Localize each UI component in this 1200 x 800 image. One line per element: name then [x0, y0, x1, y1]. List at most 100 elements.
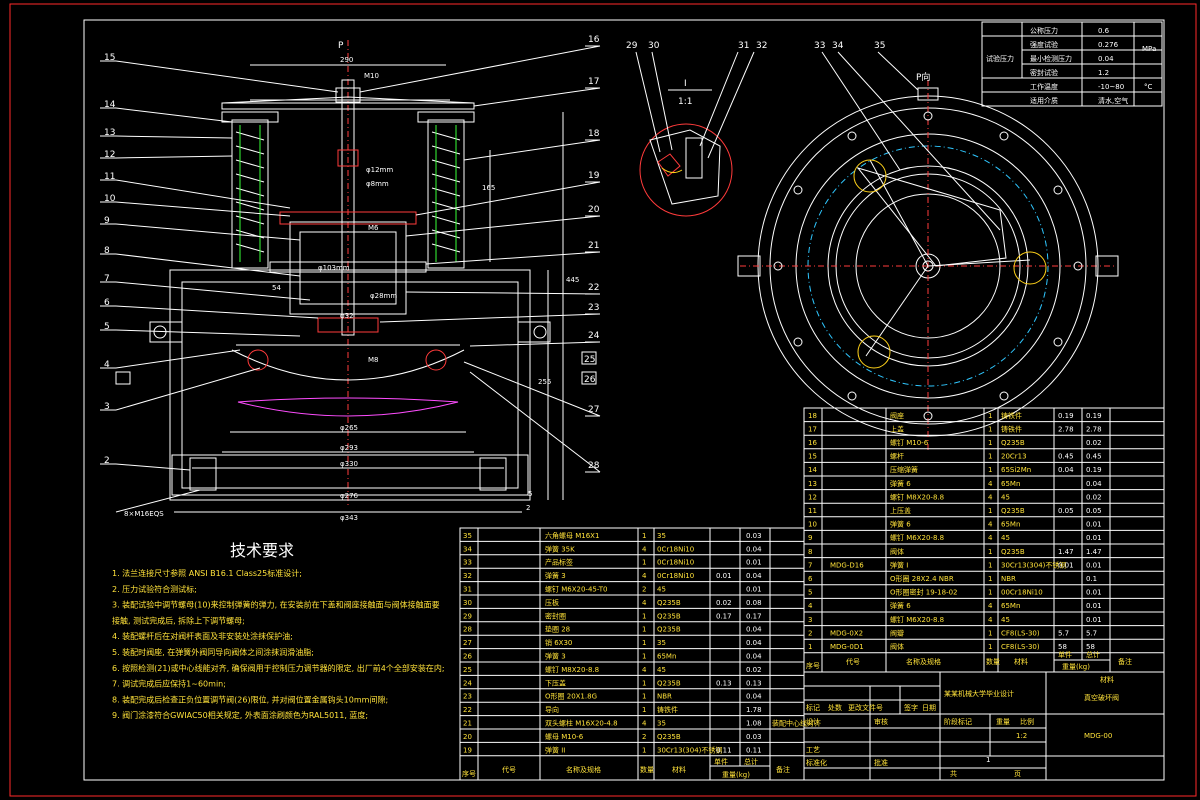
bom-left-weight-total: 0.17	[746, 612, 762, 620]
bom-left-name: 产品标签	[545, 558, 573, 567]
tech-requirement-item: 4. 装配螺杆后在对阀杆表面及非安装处涂抹保护油;	[112, 631, 293, 641]
part-number: 4	[104, 360, 110, 370]
bom-right-name: 弹簧 I	[890, 560, 908, 569]
part-number: 33	[814, 41, 825, 51]
bom-right-weight-total: 0.01	[1086, 589, 1102, 597]
bom-left-weight-total: 0.04	[746, 639, 762, 647]
bom-right-weight-total: 0.05	[1086, 507, 1102, 515]
tech-requirement-item: 5. 装配时阀座, 在弹簧外阀同导向阀体之间涂抹润滑油脂;	[112, 647, 314, 657]
bom-right-qty: 1	[988, 629, 992, 637]
bom-right-h-total: 总计	[1086, 650, 1100, 659]
bom-right-name: 上盖	[890, 424, 904, 433]
bom-left-name: 弹簧 II	[545, 745, 565, 754]
bom-right-name: 弹簧 6	[890, 479, 911, 488]
part-number: 30	[648, 41, 660, 51]
bom-right-weight-total: 0.45	[1086, 453, 1102, 461]
bom-right-name: 螺杆	[890, 452, 904, 461]
tech-requirements: 1. 法兰连接尺寸参照 ANSI B16.1 Class25标准设计;2. 压力…	[112, 568, 445, 720]
part-number: 12	[104, 150, 115, 160]
bom-left-weight-total: 0.04	[746, 693, 762, 701]
bom-right-no: 15	[808, 453, 817, 461]
bom-left-qty: 4	[642, 720, 647, 728]
tb-material-label: 材料	[1100, 675, 1114, 684]
bom-right-material: 20Cr13	[1001, 453, 1027, 461]
bom-right-name: 阀体	[890, 547, 904, 556]
bom-right-material: 30Cr13(304)不锈钢	[1001, 560, 1066, 569]
part-number: 5	[104, 322, 110, 332]
bom-left-material: 45	[657, 586, 666, 594]
bom-left-qty: 4	[642, 666, 647, 674]
title-block-grid	[803, 671, 1165, 781]
bom-right-h-name: 名称及规格	[906, 657, 941, 666]
bom-left-name: 螺钉 M8X20-8.8	[545, 665, 599, 674]
part-number: 27	[588, 405, 599, 415]
bom-right-weight-total: 0.01	[1086, 534, 1102, 542]
dim-phi293: φ293	[340, 444, 358, 452]
bom-right-qty: 4	[988, 616, 993, 624]
bom-left-weight-single: 0.17	[716, 612, 732, 620]
part-number: 9	[104, 216, 110, 226]
bom-left-name: 双头螺柱 M16X20-4.8	[545, 719, 618, 728]
dim-445: 445	[566, 276, 579, 284]
bom-left-weight-total: 0.03	[746, 733, 762, 741]
bom-left-qty: 1	[642, 653, 646, 661]
bom-right-weight-single: 0.01	[1058, 561, 1074, 569]
bom-left-weight-total: 0.11	[746, 746, 762, 754]
bom-left-material: 45	[657, 666, 666, 674]
bom-right-qty: 1	[988, 643, 992, 651]
spec-label: 密封试验	[1030, 68, 1058, 77]
bom-left-no: 22	[463, 706, 472, 714]
bom-right-name: 阀座	[890, 411, 904, 420]
bom-right-material: Q235B	[1001, 507, 1025, 515]
spec-label: 强度试验	[1030, 40, 1058, 49]
spec-label: 工作温度	[1030, 82, 1058, 91]
bom-left-weight-total: 1.08	[746, 720, 762, 728]
spec-value: 0.276	[1098, 41, 1119, 49]
bom-left-qty: 1	[642, 679, 646, 687]
part-number: 17	[588, 77, 599, 87]
bom-left-name: O形圈 20X1.8G	[545, 693, 597, 701]
tb-scale-value: 1:2	[1016, 732, 1027, 740]
bom-right-weight-total: 58	[1086, 643, 1095, 651]
dim-54: 54	[272, 284, 281, 292]
bom-right-no: 3	[808, 616, 812, 624]
dim-phi28: φ28mm	[370, 292, 397, 300]
bom-left-no: 30	[463, 599, 472, 607]
spec-label: 适用介质	[1030, 96, 1058, 105]
tech-requirement-item: 2. 压力试验符合测试标;	[112, 584, 197, 594]
bom-right-name: 压缩弹簧	[890, 465, 918, 474]
part-number: 35	[874, 41, 885, 51]
bom-right-material: Q235B	[1001, 439, 1025, 447]
bom-right-weight-total: 0.19	[1086, 412, 1102, 420]
bom-left-material: Q235B	[657, 679, 681, 687]
bom-left-weight-total: 0.13	[746, 679, 762, 687]
tb-sign: 签字	[904, 703, 918, 712]
bom-left-no: 35	[463, 532, 472, 540]
bom-left-no: 21	[463, 720, 472, 728]
part-number: 15	[104, 53, 115, 63]
tech-requirement-item: 6. 按照检测(21)或中心线能对齐, 确保阀用于控制压力调节器的限定, 出厂前…	[112, 663, 445, 673]
tb-process: 工艺	[806, 746, 820, 754]
bom-left-no: 31	[463, 586, 472, 594]
bom-right-no: 12	[808, 493, 817, 501]
tech-requirement-item: 9. 阀门涂漆符合GWIAC50相关规定, 外表面涂刷颜色为RAL5011, 蓝…	[112, 710, 368, 720]
dim-phi276: φ276	[340, 492, 359, 500]
bom-right-name: 阀体	[890, 642, 904, 651]
bom-right-no: 10	[808, 521, 817, 529]
bom-right-weight-total: 0.02	[1086, 439, 1102, 447]
bom-left-weight-total: 0.03	[746, 532, 762, 540]
bom-right-no: 8	[808, 548, 812, 556]
bom-left-material: Q235B	[657, 599, 681, 607]
bom-left-rows	[460, 540, 804, 767]
bom-right-no: 9	[808, 534, 812, 542]
dim-165: 165	[482, 184, 495, 192]
bom-right-no: 4	[808, 602, 813, 610]
dim-phi32: φ32	[340, 312, 354, 320]
bom-left-qty: 2	[642, 733, 646, 741]
bom-left-name: 螺钉 M6X20-45-T0	[545, 585, 607, 594]
bom-right-material: 65Mn	[1001, 480, 1020, 488]
part-number: 18	[588, 129, 600, 139]
bom-right-weight-single: 5.7	[1058, 629, 1069, 637]
bom-right-material: Q235B	[1001, 548, 1025, 556]
bom-right-no: 5	[808, 589, 812, 597]
